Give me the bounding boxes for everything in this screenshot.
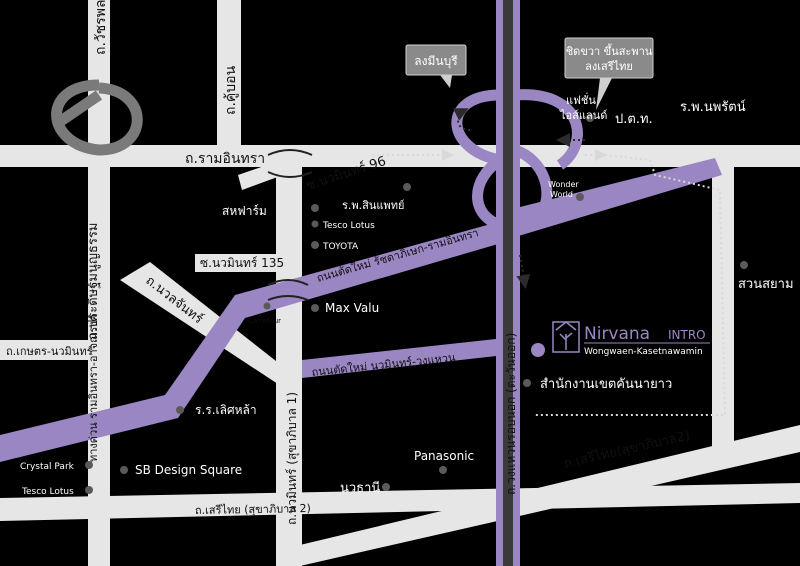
label-lertla-school: ร.ร.เลิศหล้า [195,403,257,417]
route-guide [372,149,727,416]
label-outer-ring: ถ.วงแหวนรอบนอก (ตะวันออก) [504,333,518,495]
label-por-tor-tor: ป.ต.ท. [615,112,653,127]
label-tesco-lotus-1: Tesco Lotus [322,221,375,231]
bridge-marks [267,149,313,301]
road-serithai-bottom [0,483,800,521]
tree-icon [555,321,577,331]
label-nawamin-sukhapiban1: ถ.นวมินทร์ (สุขาภิบาล 1) [285,392,300,525]
project-marker: Nirvana INTRO Wongwaen-Kasetnawamin [531,321,710,357]
label-khu-bon: ถ.คู้บอน [223,65,239,115]
label-ram-inthra: ถ.รามอินทรา [185,151,265,167]
label-siam-park: สวนสยาม [738,277,794,292]
road-outer-ring-median [503,0,513,566]
label-carrefour: Carrefour [248,317,281,325]
label-soi-nawamin-135: ซ.นวมินทร์ 135 [200,256,284,270]
label-watcharaphon: ถ.วัชรพล [93,0,109,55]
label-khan-na-yao-office: สำนักงานเขตคันนายาว [540,377,672,392]
project-name-suffix: INTRO [668,328,706,342]
label-serithai-bottom: ถ.เสรีไทย (สุขาภิบาล 2) [195,502,311,517]
label-fashion-island-1: แฟชั่น [566,92,596,107]
label-wonder-world-2: World [550,190,573,199]
project-name: Nirvana [584,324,650,344]
road-serithai-sukhapiban2 [300,425,800,566]
callout-keep-right-label-1: ชิดขวา ขึ้นสะพาน [566,43,653,58]
label-sb-design-square: SB Design Square [135,463,242,477]
label-fashion-island-2: ไอส์แลนด์ [559,109,607,122]
callout-min-buri-label: ลงมีนบุรี [414,54,458,69]
road-new-nawamin-wongwaen [302,338,505,378]
label-crystal-park: Crystal Park [20,462,75,472]
label-nawathani: นวธานี [340,480,380,496]
label-kaset-nawamin: ถ.เกษตร-นวมินทร์ [6,345,93,358]
label-sinphaet-hospital: ร.พ.สินแพทย์ [342,199,404,212]
road-soi-nawamin-135 [195,254,279,272]
road-new-east [500,158,722,240]
label-pradit-manutham: ถ.ประดิษฐ์มนูญธรรม [85,223,101,340]
callout-keep-right: ชิดขวา ขึ้นสะพาน ลงเสรีไทย [564,37,654,110]
road-khu-bon [217,0,241,152]
label-tesco-lotus-2: Tesco Lotus [21,487,74,497]
label-max-valu: Max Valu [325,301,379,315]
road-kaset-nawamin [0,340,90,360]
callout-keep-right-label-2: ลงเสรีไทย [585,60,633,73]
label-nopparat-hospital: ร.พ.นพรัตน์ [680,99,746,115]
label-wonder-world-1: Wonder [548,180,579,189]
poi-dots [85,114,748,494]
label-expressway: ทางด่วน รามอินทรา-อาจณรงค์ [87,314,100,462]
road-new-ratchada-ram-inthra [0,222,498,462]
label-sahafarm: สหฟาร์ม [222,204,267,218]
expressway-loop [51,79,143,156]
new-roads [0,158,722,462]
interchange [451,89,583,231]
project-subtitle: Wongwaen-Kasetnawamin [584,347,703,357]
callout-min-buri: ลงมีนบุรี [405,44,467,88]
label-panasonic: Panasonic [414,449,474,463]
road-soi-nawamin-96 [238,162,283,190]
interchange-guide [452,108,585,289]
road-nuanchan [120,262,290,392]
project-location-dot [531,343,545,357]
label-toyota: TOYOTA [322,242,359,252]
